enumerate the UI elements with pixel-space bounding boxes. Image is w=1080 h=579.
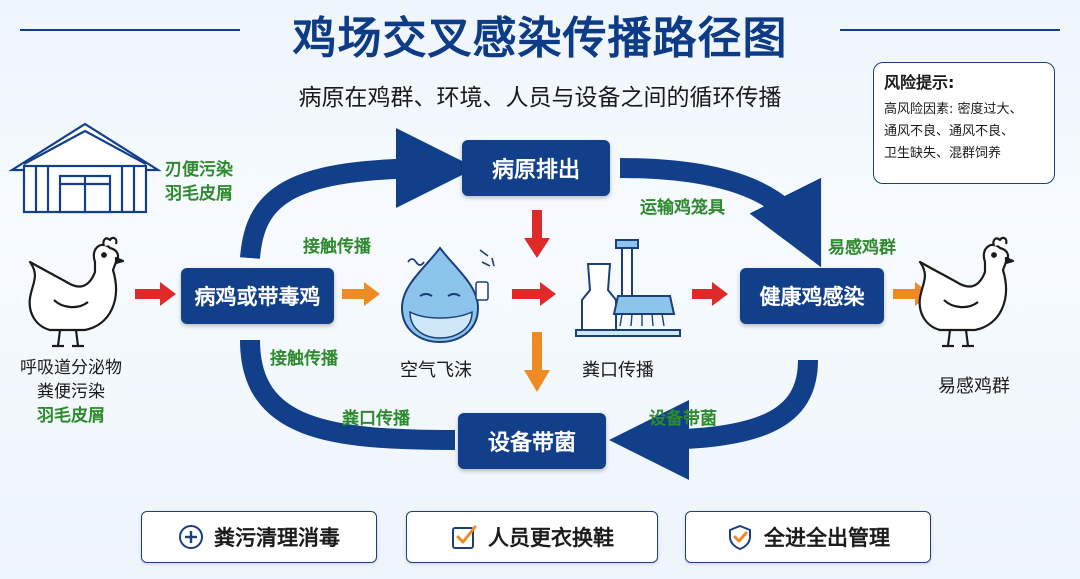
red-arrow-chicken-to-node — [135, 282, 176, 306]
label-contact-transmission-top: 接触传播 — [303, 237, 371, 257]
label-fecal-oral: 粪口传播 — [582, 360, 654, 381]
label-fecal-oral-bottom: 粪口传播 — [342, 409, 410, 429]
cycle-arrow-bottom-left — [240, 339, 456, 450]
label-contact-transmission-bottom: 接触传播 — [270, 349, 338, 369]
action-manure-cleaning-disinfection[interactable]: 粪污清理消毒 — [141, 511, 377, 563]
red-arrow-down-from-shedding — [524, 210, 550, 258]
cycle-arrow-top-right — [619, 158, 822, 268]
label-transport-cages: 运输鸡笼具 — [640, 198, 725, 218]
checkbox-icon — [452, 525, 477, 549]
label-house-contamination-line: 刃便污染 — [165, 160, 233, 180]
orange-arrow-to-air — [342, 282, 380, 306]
node-pathogen-shedding: 病原排出 — [462, 140, 610, 196]
action-all-in-all-out[interactable]: 全进全出管理 — [685, 511, 931, 563]
page-subtitle: 病原在鸡群、环境、人员与设备之间的循环传播 — [298, 85, 782, 111]
risk-warning-title: 风险提示: — [884, 73, 955, 92]
risk-warning-line: 高风险因素: 密度过大、 — [884, 102, 1023, 117]
label-respiratory-secretions: 呼吸道分泌物 — [20, 358, 122, 378]
chicken-house-icon — [8, 122, 162, 214]
cleaning-tools-icon — [575, 239, 681, 337]
chicken-icon-right — [918, 236, 1015, 348]
label-house-contamination: 刃便污染 羽毛皮屑 — [165, 158, 233, 206]
label-susceptible-flock: 易感鸡群 — [938, 376, 1010, 397]
orange-arrow-down-to-equipment — [524, 332, 550, 392]
plus-circle-icon — [179, 525, 203, 549]
label-susceptible-flock-top: 易感鸡群 — [828, 238, 896, 258]
action-personnel-change-shoes[interactable]: 人员更衣换鞋 — [406, 511, 658, 563]
chicken-icon-left — [28, 236, 125, 348]
action-label: 粪污清理消毒 — [214, 526, 340, 550]
node-healthy-infected: 健康鸡感染 — [740, 268, 884, 324]
risk-warning-line: 卫生缺失、混群饲养 — [884, 146, 1002, 161]
node-sick-chicken: 病鸡或带毒鸡 — [181, 268, 334, 324]
label-house-contamination-line: 羽毛皮屑 — [165, 184, 233, 204]
risk-warning-box: 风险提示: 高风险因素: 密度过大、 通风不良、通风不良、 卫生缺失、混群饲养 — [873, 62, 1055, 184]
red-arrow-to-healthy — [692, 282, 728, 306]
page-title: 鸡场交叉感染传播路径图 — [292, 13, 788, 64]
action-label: 全进全出管理 — [764, 526, 890, 550]
action-label: 人员更衣换鞋 — [488, 526, 614, 550]
cycle-arrow-top-left — [240, 128, 476, 259]
label-equipment-carrier: 设备带菌 — [649, 409, 717, 429]
node-equipment-carrier: 设备带菌 — [458, 413, 606, 469]
shield-check-icon — [729, 524, 751, 551]
air-droplet-icon — [400, 246, 495, 344]
label-air-droplets: 空气飞沫 — [400, 360, 472, 381]
label-left-chicken-sources: 呼吸道分泌物 粪便污染 羽毛皮屑 — [6, 356, 136, 428]
risk-warning-line: 通风不良、通风不良、 — [884, 124, 1015, 139]
red-arrow-to-fecal-oral — [512, 282, 556, 306]
label-feather-dander: 羽毛皮屑 — [37, 406, 105, 426]
label-feces-contamination: 粪便污染 — [37, 382, 105, 402]
cycle-arrow-bottom-right — [609, 359, 818, 480]
